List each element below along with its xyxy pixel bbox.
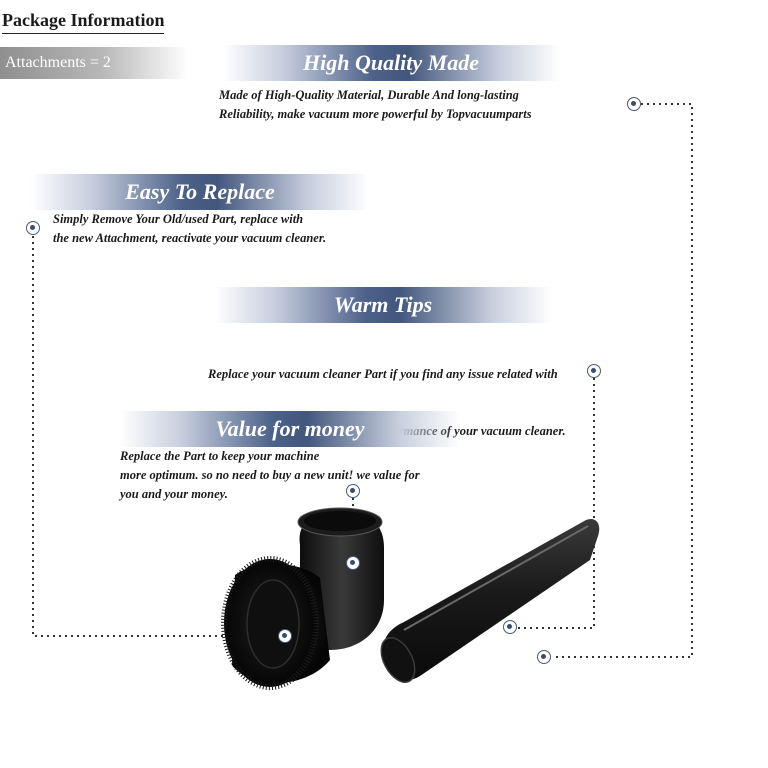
banner-high-quality-made: High Quality Made bbox=[222, 45, 560, 81]
attachments-count-badge: Attachments = 2 bbox=[0, 47, 188, 79]
banner-easy-to-replace: Easy To Replace bbox=[30, 174, 370, 210]
description-line: Made of High-Quality Material, Durable A… bbox=[219, 88, 519, 102]
callout-dot-icon bbox=[587, 364, 601, 378]
callout-dot-icon bbox=[346, 484, 360, 498]
description-line: Simply Remove Your Old/used Part, replac… bbox=[53, 212, 304, 226]
description-line: Reliability, make vacuum more powerful b… bbox=[219, 107, 532, 121]
crevice-tool-attachment bbox=[380, 518, 600, 683]
callout-dot-icon bbox=[278, 629, 292, 643]
callout-dot-icon bbox=[26, 221, 40, 235]
callout-dot-icon bbox=[346, 556, 360, 570]
callout-dot-icon bbox=[503, 620, 517, 634]
package-information-title: Package Information bbox=[2, 10, 165, 34]
dust-brush-attachment bbox=[221, 507, 384, 690]
callout-dot-icon bbox=[537, 650, 551, 664]
callout-dot-icon bbox=[627, 97, 641, 111]
description-high-quality-made: Made of High-Quality Material, Durable A… bbox=[219, 86, 532, 124]
